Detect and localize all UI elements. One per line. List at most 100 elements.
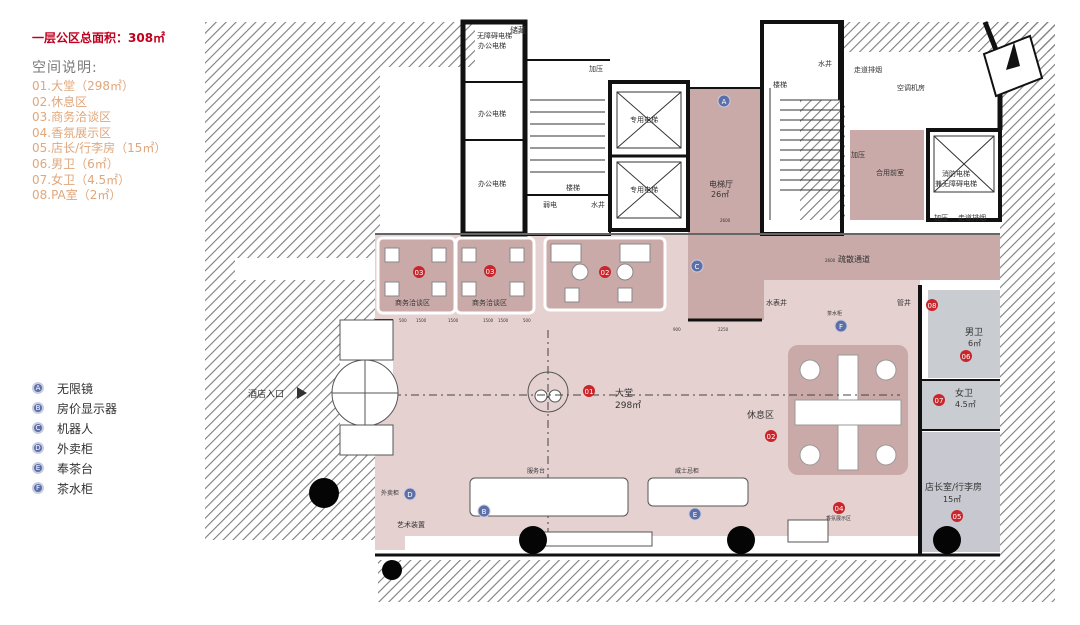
room-label: 加压 — [934, 213, 948, 222]
room-marker-05: 05 — [951, 510, 963, 522]
room-label: 消防电梯 — [942, 169, 970, 178]
dimension-label: 1500 — [483, 318, 494, 323]
room-markers: 01 02 02 03 03 04 05 06 07 08 — [413, 265, 972, 522]
dimension-label: 1500 — [448, 318, 459, 323]
svg-text:B: B — [482, 508, 487, 516]
legend-label: 机器人 — [57, 421, 94, 436]
legend-marker: D — [32, 442, 44, 454]
svg-text:02: 02 — [601, 269, 610, 277]
room-label: 298㎡ — [615, 400, 641, 411]
space-item: 03.商务洽谈区 — [32, 110, 112, 125]
room-label: 6㎡ — [968, 339, 981, 348]
svg-text:03: 03 — [486, 268, 495, 276]
room-label: 水表井 — [766, 298, 787, 307]
dimension-label: 2250 — [718, 327, 729, 332]
hatched-structure — [205, 22, 1055, 602]
room-label: 15㎡ — [943, 495, 961, 504]
svg-text:02: 02 — [767, 433, 776, 441]
equipment-marker-d: D — [403, 487, 417, 501]
legend-marker: B — [32, 402, 44, 414]
columns — [309, 478, 961, 580]
room-marker-02: 02 — [765, 430, 777, 442]
equipment-marker-b: B — [477, 504, 491, 518]
dimension-label: 500 — [399, 318, 407, 323]
room-marker-04: 04 — [833, 502, 845, 514]
legend-label: 无限镜 — [57, 381, 94, 396]
space-item: 08.PA室（2㎡） — [32, 188, 122, 203]
room-label: 加压 — [851, 150, 865, 159]
equipment-marker-e: E — [688, 507, 702, 521]
svg-text:D: D — [407, 491, 412, 499]
room-label: 艺术装置 — [397, 520, 425, 529]
room-label: 加压 — [589, 64, 603, 73]
svg-text:08: 08 — [928, 302, 937, 310]
room-label: 兼无障碍电梯 — [935, 179, 977, 188]
svg-text:06: 06 — [962, 353, 971, 361]
legend-marker: A — [32, 382, 44, 394]
room-label: 水井 — [591, 200, 605, 209]
room-label: 管井 — [897, 298, 911, 307]
room-label: 茶水柜 — [827, 310, 842, 317]
room-labels: 储藏 无障碍电梯 办公电梯 办公电梯 办公电梯 楼梯 弱电 水井 加压 专用电梯… — [248, 25, 986, 529]
room-label: 弱电 — [543, 200, 557, 209]
space-item: 05.店长/行李房（15㎡） — [32, 141, 167, 156]
equipment-marker-f: F — [834, 319, 848, 333]
room-label: 楼梯 — [773, 80, 787, 89]
room-label: 办公电梯 — [478, 109, 506, 118]
room-label: 办公电梯 — [478, 179, 506, 188]
room-label: 办公电梯 — [478, 41, 506, 50]
room-marker-03: 03 — [413, 266, 425, 278]
space-item: 02.休息区 — [32, 94, 88, 109]
space-item: 04.香氛展示区 — [32, 125, 112, 140]
room-label: 香氛展示区 — [826, 515, 851, 522]
legend-marker: E — [32, 462, 44, 474]
room-label: 商务洽谈区 — [472, 298, 507, 307]
room-label: 无障碍电梯 — [477, 31, 512, 40]
room-marker-01: 01 — [583, 385, 595, 397]
dimension-label: 500 — [523, 318, 531, 323]
room-label: 水井 — [818, 59, 832, 68]
room-marker-08: 08 — [926, 299, 938, 311]
dimension-label: 2600 — [825, 258, 836, 263]
dimension-label: 1500 — [416, 318, 427, 323]
svg-text:E: E — [693, 511, 697, 519]
room-label: 楼梯 — [566, 183, 580, 192]
svg-text:03: 03 — [415, 269, 424, 277]
lounge-table — [794, 354, 902, 471]
svg-text:C: C — [695, 263, 700, 271]
room-label: 合用前室 — [876, 168, 904, 177]
room-label: 酒店入口 — [248, 388, 284, 400]
elevator-shafts — [616, 91, 995, 219]
room-marker-06: 06 — [960, 350, 972, 362]
north-arrow-icon — [982, 34, 1044, 98]
legend-label: 茶水柜 — [57, 481, 94, 496]
legend-marker: F — [32, 482, 44, 494]
room-label: 大堂 — [615, 387, 633, 399]
dimension-label: 1500 — [498, 318, 509, 323]
room-label: 专用电梯 — [630, 185, 658, 194]
svg-text:A: A — [722, 98, 727, 106]
entrance-arrow-icon — [297, 387, 307, 399]
dimension-labels: 500 1500 1500 1500 1500 500 900 2250 260… — [399, 218, 836, 332]
room-marker-02: 02 — [599, 266, 611, 278]
legend-item: F 茶水柜 — [32, 478, 117, 498]
room-label: 休息区 — [747, 409, 774, 421]
equipment-marker-c: C — [690, 259, 704, 273]
legend-marker: C — [32, 422, 44, 434]
space-heading: 空间说明: — [32, 60, 98, 76]
svg-text:04: 04 — [835, 505, 844, 513]
space-item: 06.男卫（6㎡） — [32, 156, 119, 171]
seating — [384, 243, 651, 303]
room-marker-07: 07 — [933, 394, 945, 406]
dimension-label: 900 — [673, 327, 681, 332]
room-label: 外卖柜 — [381, 489, 399, 497]
room-marker-03: 03 — [484, 265, 496, 277]
room-label: 专用电梯 — [630, 115, 658, 124]
svg-text:F: F — [839, 323, 843, 331]
svg-text:07: 07 — [935, 397, 944, 405]
room-label: 女卫 — [955, 387, 973, 399]
